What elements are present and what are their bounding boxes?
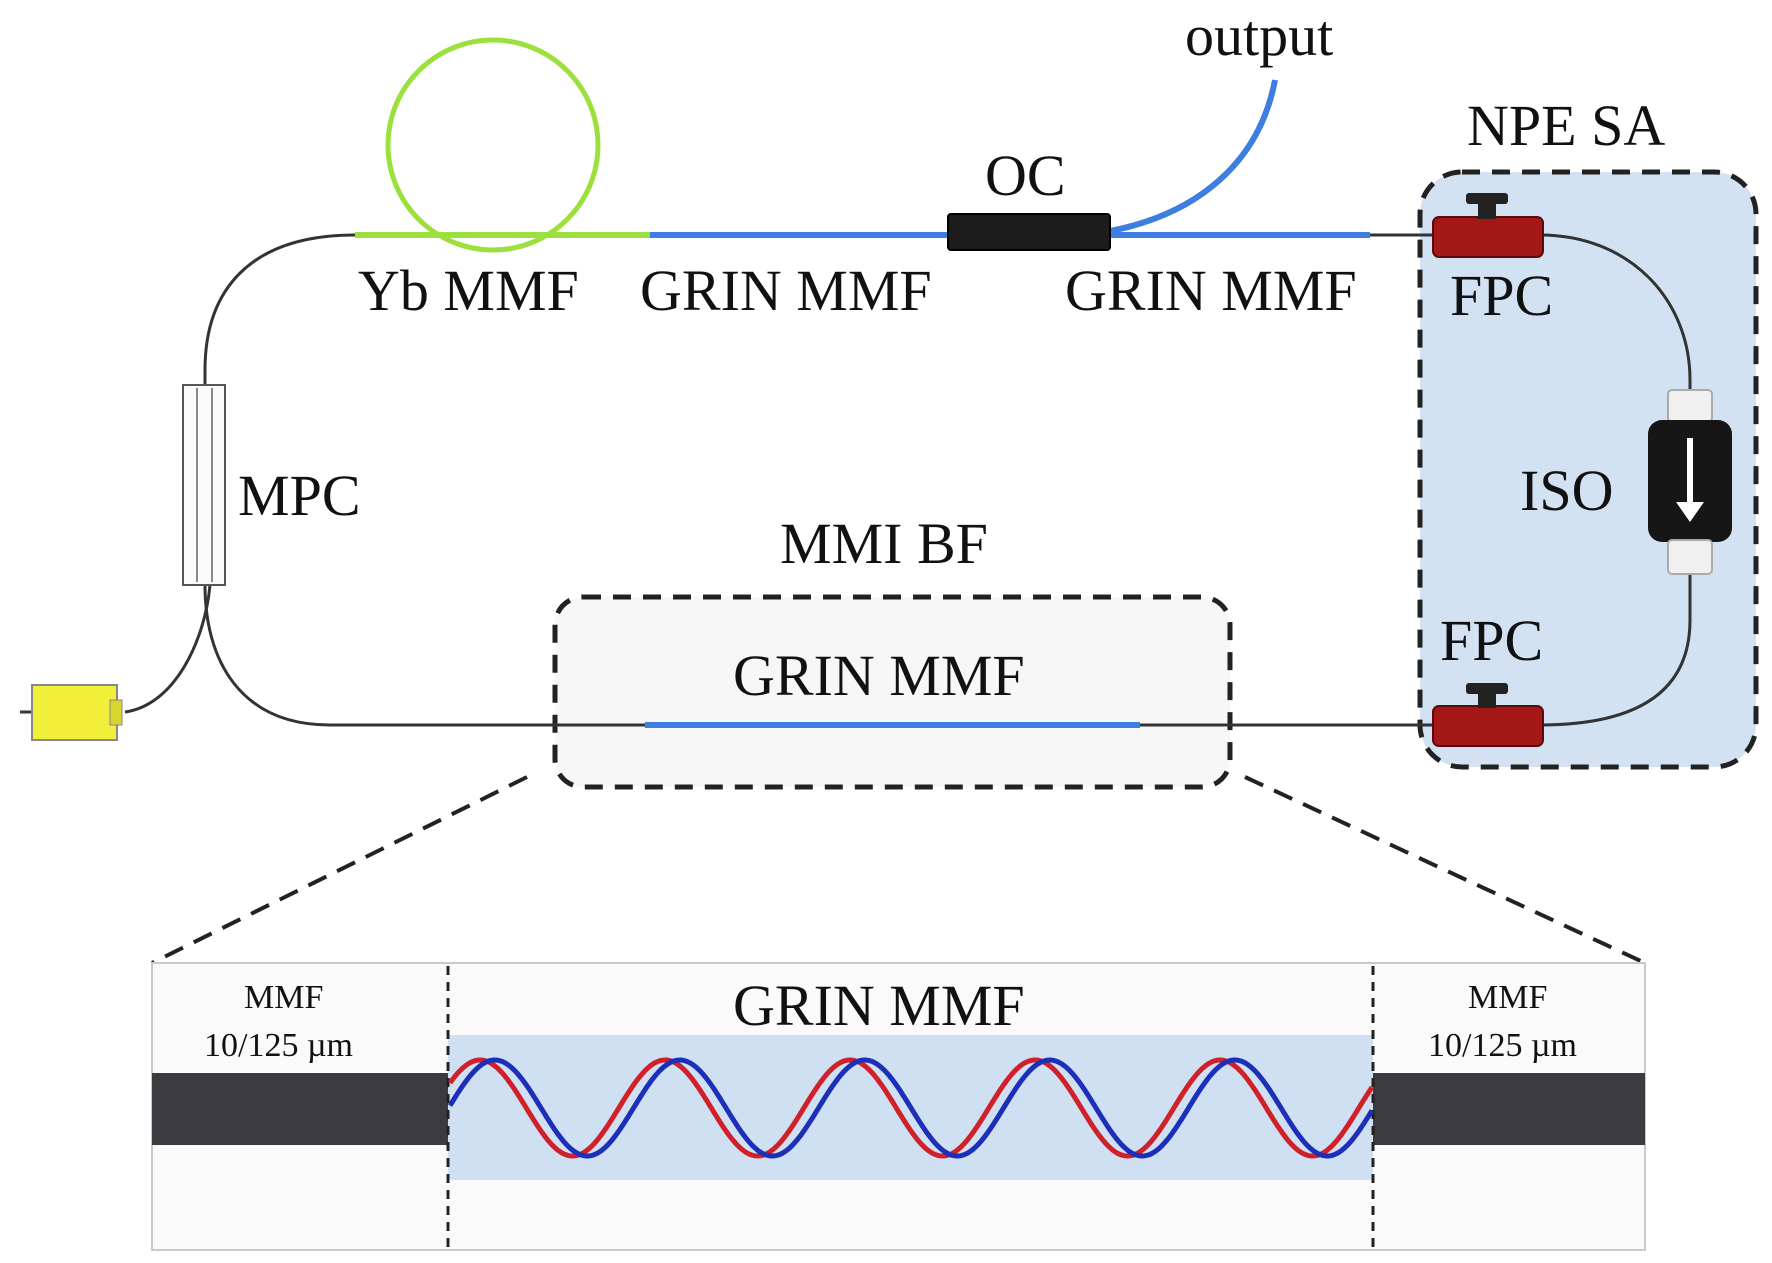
inset-mmf-right-core [1373,1073,1645,1145]
zoom-line-right [1244,775,1646,965]
label-output: output [1185,3,1333,68]
pump-connector [31,684,123,741]
label-yb-mmf: Yb MMF [358,258,579,323]
pump-fiber [124,584,212,714]
oc-coupler [947,213,1111,251]
inset-wave-blue [447,1057,1375,1159]
label-grin-mmf-left: GRIN MMF [640,258,932,323]
label-grin-mmf-right: GRIN MMF [1065,258,1357,323]
label-inset-mmf-left-size: 10/125 µm [204,1027,353,1064]
label-iso: ISO [1520,458,1613,523]
label-inset-mmf-right-size: 10/125 µm [1428,1027,1577,1064]
inset-panel [151,962,1646,1251]
label-mpc: MPC [238,463,361,528]
label-fpc-top: FPC [1450,263,1553,328]
fpc-bottom-device [1432,683,1544,747]
label-npe-sa: NPE SA [1467,93,1665,158]
mpc-device [182,384,226,586]
fpc-top-device [1432,193,1544,258]
label-grin-mmf-bf: GRIN MMF [733,643,1025,708]
mmi-bf-box [552,594,1233,790]
label-inset-grin: GRIN MMF [733,973,1025,1038]
label-inset-mmf-left: MMF [244,979,323,1016]
inset-mmf-left-core [152,1073,448,1145]
label-mmi-bf: MMI BF [780,511,988,576]
label-inset-mmf-right: MMF [1468,979,1547,1016]
zoom-line-left [151,775,528,965]
label-oc: OC [985,143,1066,208]
output-fiber [1104,79,1278,235]
label-fpc-bottom: FPC [1440,608,1543,673]
iso-device [1648,389,1732,575]
fiber-right-loop [1539,233,1692,727]
yb-mmf-coil [385,37,601,253]
npe-sa-box [1417,169,1759,770]
inset-wave-red [447,1057,1375,1159]
